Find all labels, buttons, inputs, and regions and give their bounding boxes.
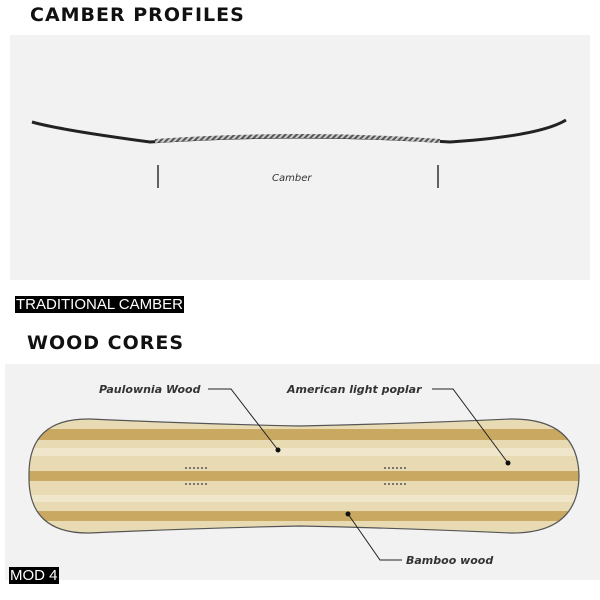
wood-cores-heading: WOOD CORES bbox=[27, 332, 185, 354]
insert-holes bbox=[185, 467, 406, 485]
camber-hatched-section bbox=[154, 134, 441, 143]
snowboard-core bbox=[28, 418, 579, 534]
bamboo-wood-label: Bamboo wood bbox=[406, 554, 493, 567]
paulownia-wood-label: Paulownia Wood bbox=[99, 383, 201, 396]
camber-label: Camber bbox=[272, 173, 312, 184]
callout-lines bbox=[208, 388, 509, 561]
mod-4-caption: MOD 4 bbox=[9, 567, 59, 584]
camber-profiles-heading: CAMBER PROFILES bbox=[30, 4, 245, 26]
traditional-camber-caption: TRADITIONAL CAMBER bbox=[15, 296, 184, 313]
american-light-poplar-label: American light poplar bbox=[286, 383, 422, 396]
camber-diagram-panel bbox=[10, 35, 590, 280]
